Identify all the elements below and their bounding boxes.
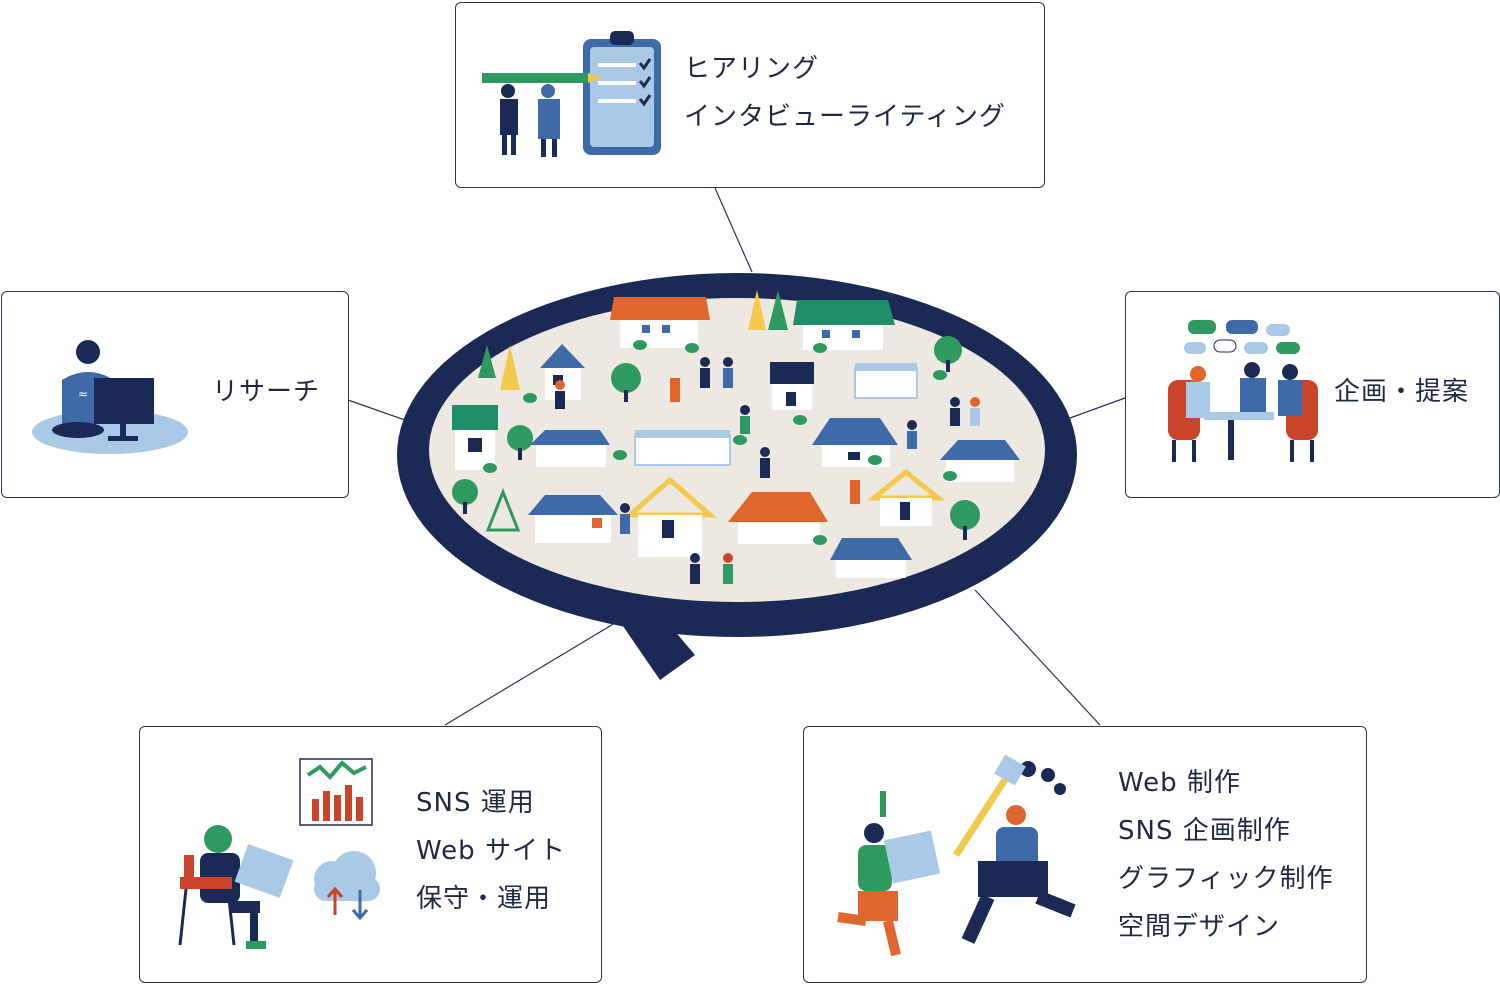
card-sns-web: SNS 運用 Web サイト 保守・運用 (139, 726, 602, 983)
card-research: ≈ リサーチ (1, 291, 349, 498)
card-hearing: ヒアリング インタビューライティング (455, 2, 1045, 188)
service-line: Web 制作 (1118, 768, 1241, 798)
house-navy-roof (770, 362, 814, 410)
market-stall (634, 430, 731, 466)
card-planning: 企画・提案 (1125, 291, 1500, 498)
service-line: SNS 企画制作 (1118, 816, 1291, 846)
research-text: リサーチ (212, 368, 320, 416)
card-production: Web 制作 SNS 企画制作 グラフィック制作 空間デザイン (803, 726, 1367, 983)
house-left (452, 405, 498, 470)
production-text: Web 制作 SNS 企画制作 グラフィック制作 空間デザイン (1118, 759, 1333, 951)
people-icons (555, 357, 980, 584)
house-blue-bottom-right (830, 538, 912, 578)
hearing-text: ヒアリング インタビューライティング (684, 45, 1006, 141)
house-orange-roof (610, 297, 710, 348)
market-stall-right (854, 363, 918, 399)
service-line: ヒアリング (684, 54, 820, 84)
service-line: グラフィック制作 (1118, 864, 1334, 894)
tree-icon (452, 290, 980, 540)
house-yellow-right (866, 468, 946, 526)
service-line: 企画・提案 (1334, 377, 1470, 407)
service-line: SNS 運用 (416, 788, 535, 818)
house-green-roof (793, 300, 895, 350)
team-meeting-icon (1168, 320, 1318, 462)
service-line: Web サイト (416, 836, 566, 866)
laptop-chart-cloud-icon (178, 758, 380, 949)
service-line: リサーチ (212, 377, 321, 407)
person-at-computer-icon: ≈ (32, 340, 188, 454)
drawing-painting-people-icon (837, 754, 1076, 957)
clipboard-checklist-icon (482, 31, 661, 157)
sns-web-text: SNS 運用 Web サイト 保守・運用 (416, 779, 566, 923)
house-blue-bottom-left (528, 495, 618, 543)
house-orange-bottom (728, 492, 828, 544)
service-line: 空間デザイン (1118, 912, 1281, 942)
house-yellow-roof (623, 476, 717, 557)
service-line: 保守・運用 (416, 884, 552, 914)
planning-text: 企画・提案 (1334, 368, 1469, 416)
service-line: インタビューライティング (684, 102, 1006, 132)
svg-text:≈: ≈ (78, 387, 88, 401)
house-right-blue (940, 440, 1020, 482)
bush-icons (483, 340, 957, 545)
house-long-blue (530, 430, 610, 467)
